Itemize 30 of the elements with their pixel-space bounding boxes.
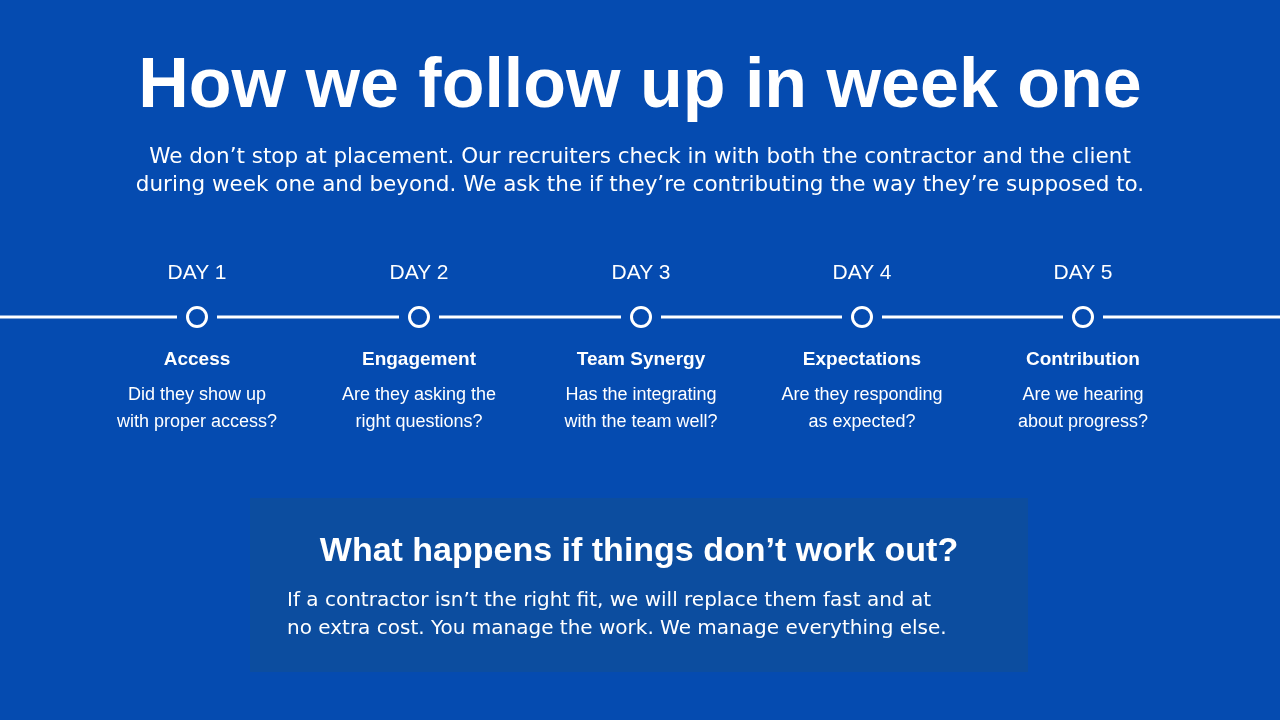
step-title: Access bbox=[163, 347, 231, 371]
day-label: DAY 2 bbox=[389, 259, 449, 285]
day-label: DAY 4 bbox=[832, 259, 892, 285]
step-description: Did they show up with proper access? bbox=[115, 383, 279, 433]
timeline-line bbox=[1103, 315, 1280, 319]
milestone-ring bbox=[186, 306, 208, 328]
step-description: Are we hearing about progress? bbox=[1016, 383, 1150, 433]
timeline-line bbox=[0, 315, 177, 319]
timeline-line bbox=[882, 315, 1063, 319]
step-title: Expectations bbox=[802, 347, 922, 371]
step-title: Team Synergy bbox=[576, 347, 706, 371]
milestone-ring bbox=[1072, 306, 1094, 328]
page-title: How we follow up in week one bbox=[138, 43, 1142, 124]
day-label: DAY 3 bbox=[611, 259, 671, 285]
step-title: Engagement bbox=[362, 347, 476, 371]
timeline-line bbox=[217, 315, 399, 319]
timeline-line bbox=[439, 315, 621, 319]
step-description: Are they responding as expected? bbox=[780, 383, 944, 433]
panel-heading: What happens if things don’t work out? bbox=[319, 529, 959, 569]
milestone-ring bbox=[630, 306, 652, 328]
day-label: DAY 1 bbox=[167, 259, 227, 285]
step-title: Contribution bbox=[1026, 347, 1140, 371]
subtitle-text: We don’t stop at placement. Our recruiters check in with both the contractor and the client during week one and beyond. We ask the if they’re contributing the way they’re supposed to. bbox=[134, 142, 1146, 198]
step-description: Has the integrating with the team well? bbox=[563, 383, 719, 433]
milestone-ring bbox=[408, 306, 430, 328]
day-label: DAY 5 bbox=[1053, 259, 1113, 285]
milestone-ring bbox=[851, 306, 873, 328]
panel-text: If a contractor isn’t the right fit, we will replace them fast and at no extra cost. You manage the work. We manage everything else. bbox=[287, 586, 948, 641]
step-description: Are they asking the right questions? bbox=[340, 383, 498, 433]
timeline-line bbox=[661, 315, 842, 319]
